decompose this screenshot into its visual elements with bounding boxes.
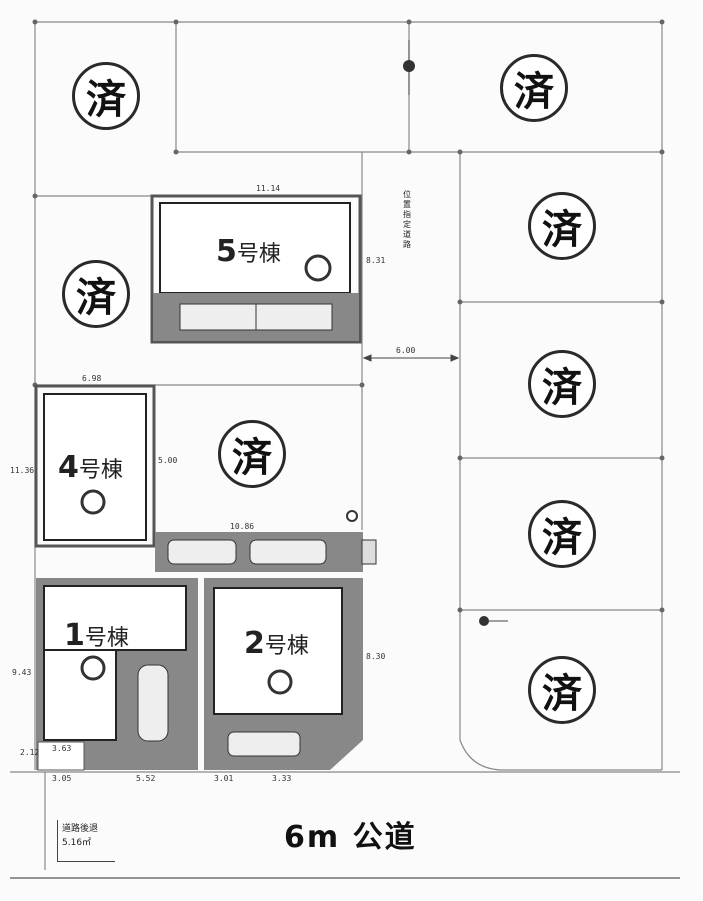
dimension-label: 6.00 bbox=[396, 346, 416, 355]
hydrant-icon bbox=[479, 616, 508, 626]
sold-mark-icon: 済 bbox=[62, 260, 130, 328]
dimension-label: 2.12 bbox=[20, 748, 40, 757]
dimension-label: 10.86 bbox=[230, 522, 255, 531]
dimension-label: 11.14 bbox=[256, 184, 281, 193]
building-4-label: 4号棟 bbox=[58, 450, 123, 485]
sold-mark-icon: 済 bbox=[528, 350, 596, 418]
building-5-label: 5号棟 bbox=[216, 234, 281, 269]
dimension-label: 3.63 bbox=[52, 744, 72, 753]
utility-pole-icon bbox=[403, 40, 415, 95]
sold-mark-icon: 済 bbox=[72, 62, 140, 130]
dimension-label: 5.00 bbox=[158, 456, 178, 465]
dimension-label: 5.52 bbox=[136, 774, 156, 783]
dimension-label: 6.98 bbox=[82, 374, 102, 383]
dimension-label: 8.31 bbox=[366, 256, 386, 265]
private-road-label: 位置指定道路 bbox=[403, 190, 411, 249]
building-2-label: 2号棟 bbox=[244, 626, 309, 661]
sold-mark-icon: 済 bbox=[500, 54, 568, 122]
dimension-label: 11.36 bbox=[10, 466, 35, 475]
dimension-label: 3.05 bbox=[52, 774, 72, 783]
sold-mark-icon: 済 bbox=[218, 420, 286, 488]
public-road-label: 6m 公道 bbox=[284, 820, 417, 855]
sold-mark-icon: 済 bbox=[528, 656, 596, 724]
dimension-label: 8.30 bbox=[366, 652, 386, 661]
setback-note-area: 5.16㎡ bbox=[62, 838, 92, 848]
dimension-label: 9.43 bbox=[12, 668, 32, 677]
setback-note: 道路後退 5.16㎡ bbox=[57, 820, 115, 862]
sold-mark-icon: 済 bbox=[528, 192, 596, 260]
dimension-label: 3.33 bbox=[272, 774, 292, 783]
setback-note-title: 道路後退 bbox=[62, 824, 99, 834]
dimension-label: 3.01 bbox=[214, 774, 234, 783]
building-1-label: 1号棟 bbox=[64, 618, 129, 653]
sold-mark-icon: 済 bbox=[528, 500, 596, 568]
